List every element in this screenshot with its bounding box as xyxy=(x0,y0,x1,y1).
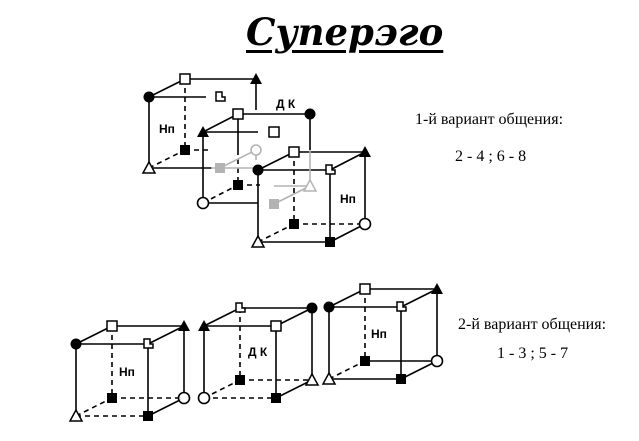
np-label: Нп xyxy=(340,192,356,206)
filled-square-icon xyxy=(143,411,153,421)
filled-square-icon xyxy=(271,393,281,403)
open-square-icon xyxy=(232,108,244,120)
open-square-icon xyxy=(359,283,371,295)
dk-label: Д К xyxy=(248,345,268,359)
grey-square-icon xyxy=(269,199,279,209)
notched-square-icon xyxy=(235,302,246,313)
open-circle-icon xyxy=(177,391,191,405)
filled-square-icon xyxy=(289,219,299,229)
np-label: Нп xyxy=(119,365,135,379)
open-circle-icon xyxy=(197,391,211,405)
open-square-icon xyxy=(106,320,118,332)
filled-square-icon xyxy=(233,180,243,190)
notched-square-icon xyxy=(215,91,226,102)
grey-circle-icon xyxy=(250,144,262,156)
cube-2a: Нп xyxy=(69,320,191,422)
np-label: Нп xyxy=(159,122,175,136)
variant-2-pairs: 1 - 3 ; 5 - 7 xyxy=(497,345,569,362)
filled-square-icon xyxy=(396,374,406,384)
open-circle-icon xyxy=(196,196,210,210)
notched-square-icon xyxy=(325,164,336,175)
variant-1-pairs: 2 - 4 ; 6 - 8 xyxy=(455,148,527,165)
open-square-icon xyxy=(179,73,191,85)
cube-2b: Д К xyxy=(197,302,319,405)
variant-2-title: 2-й вариант общения: xyxy=(458,316,607,333)
notched-square-icon xyxy=(143,338,154,349)
filled-square-icon xyxy=(180,145,190,155)
cube-1a: Нп xyxy=(142,73,262,174)
open-square-icon xyxy=(270,320,282,332)
filled-square-icon xyxy=(107,393,117,403)
filled-circle-icon xyxy=(306,302,318,314)
dk-label: Д К xyxy=(276,97,296,111)
page-title: Суперэго xyxy=(246,10,444,54)
cube-1b: Д К xyxy=(196,97,316,210)
np-label: Нп xyxy=(371,327,387,341)
open-square-icon xyxy=(288,146,300,158)
filled-square-icon xyxy=(325,237,335,247)
filled-circle-icon xyxy=(304,108,316,120)
variant-1-title: 1-й вариант общения: xyxy=(415,111,564,128)
open-square-icon xyxy=(268,126,280,138)
filled-square-icon xyxy=(360,356,370,366)
filled-circle-icon xyxy=(323,301,335,313)
filled-circle-icon xyxy=(70,338,82,350)
grey-square-icon xyxy=(215,163,225,173)
open-circle-icon xyxy=(358,217,372,231)
cube-2c: Нп xyxy=(322,283,444,385)
filled-circle-icon xyxy=(143,91,155,103)
notched-square-icon xyxy=(396,301,407,312)
filled-circle-icon xyxy=(252,164,264,176)
filled-square-icon xyxy=(235,375,245,385)
cube-1c: Нп xyxy=(251,146,372,248)
open-circle-icon xyxy=(430,354,444,368)
